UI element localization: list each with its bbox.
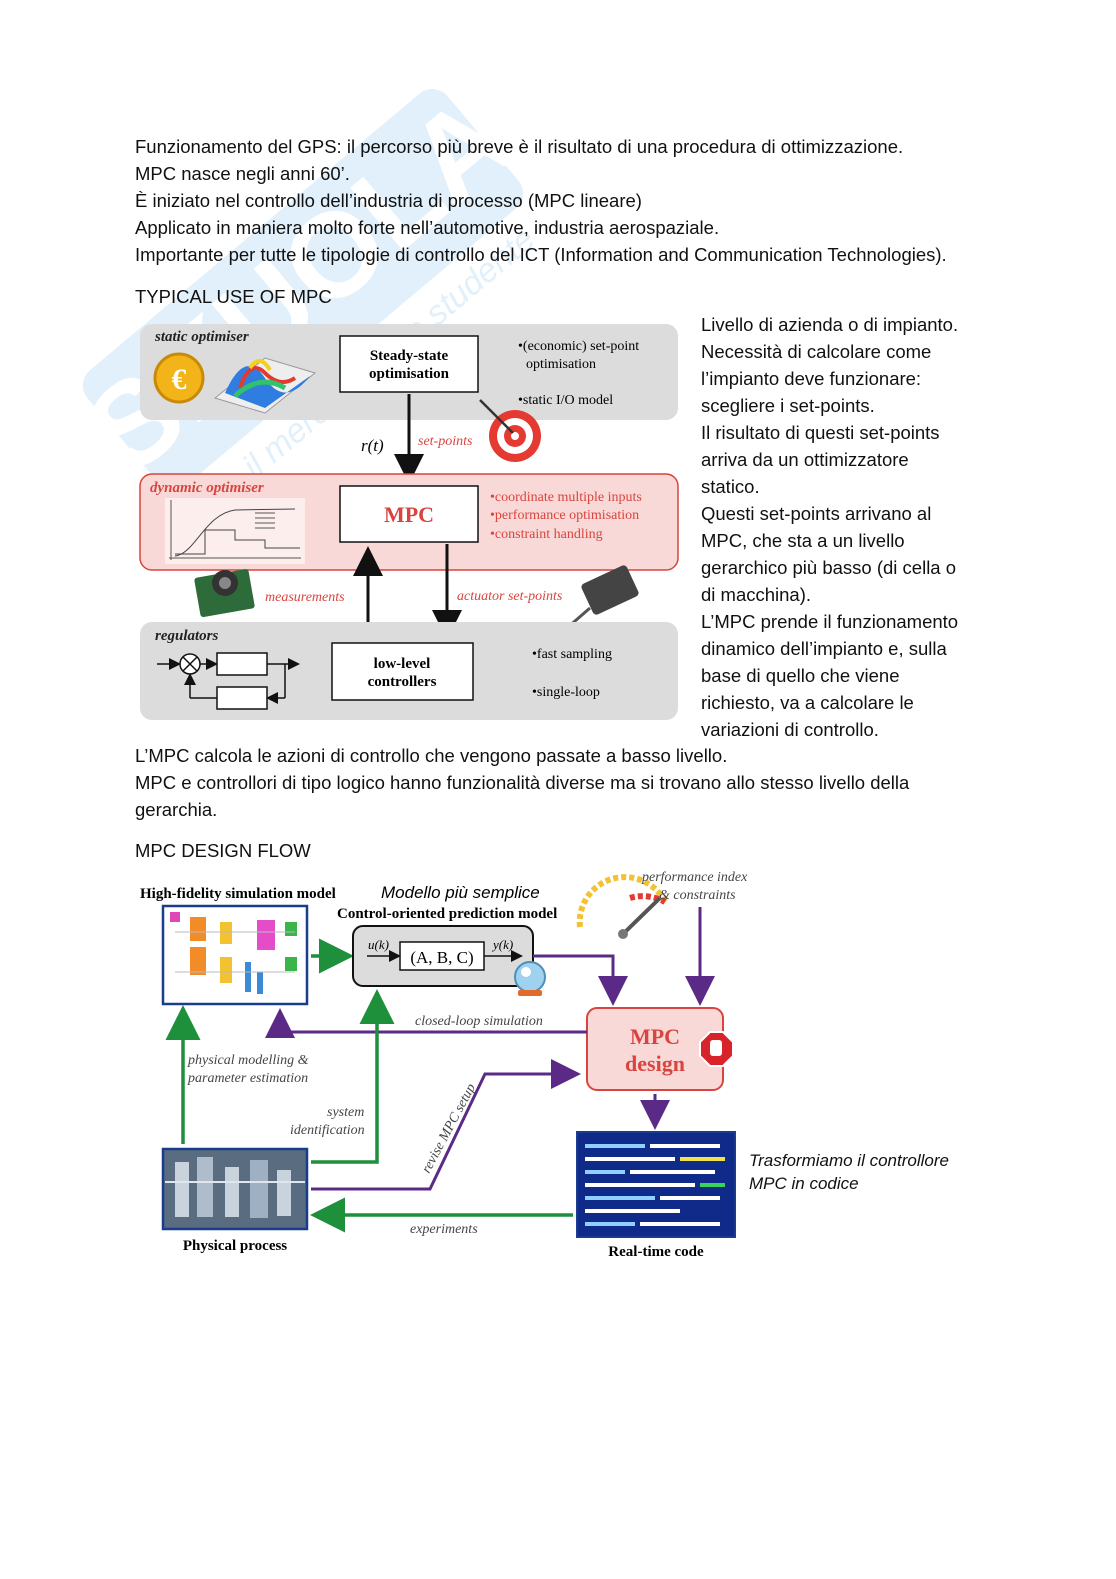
side-line: MPC, che sta a un livello bbox=[701, 530, 905, 551]
side-line: base di quello che viene bbox=[701, 665, 900, 686]
code-note-line-2: MPC in codice bbox=[749, 1174, 859, 1193]
abc-label: (A, B, C) bbox=[410, 948, 473, 967]
side-line: Livello di azienda o di impianto. bbox=[701, 314, 959, 335]
code-lines-icon bbox=[585, 1144, 725, 1226]
side-line: statico. bbox=[701, 476, 760, 497]
closed-loop-label: closed-loop simulation bbox=[415, 1014, 543, 1029]
static-optimiser-label: static optimiser bbox=[154, 329, 249, 345]
bullet-performance: •performance optimisation bbox=[490, 508, 639, 523]
bullet-constraint: •constraint handling bbox=[490, 527, 603, 542]
feedback-loop-icon bbox=[157, 652, 300, 710]
code-note: Trasformiamo il controllore MPC in codic… bbox=[749, 1149, 949, 1195]
set-points-label: set-points bbox=[418, 434, 473, 449]
section-title-design-flow: MPC DESIGN FLOW bbox=[135, 840, 311, 861]
stop-hand-icon bbox=[699, 1031, 734, 1067]
bullet-economic-1: •(economic) set-point bbox=[518, 339, 639, 354]
mpc-design-label-2: design bbox=[625, 1051, 685, 1076]
gauge-icon bbox=[576, 874, 668, 939]
typical-use-diagram: static optimiser € Steady-state optimisa… bbox=[139, 324, 679, 720]
bullet-static-io: •static I/O model bbox=[518, 393, 613, 408]
revise-setup-arrow bbox=[311, 1059, 581, 1191]
side-line: l’impianto deve funzionare: bbox=[701, 368, 922, 389]
side-line: Necessità di calcolare come bbox=[701, 341, 932, 362]
bullet-economic-2: optimisation bbox=[526, 357, 596, 372]
sensor-icon bbox=[194, 569, 255, 618]
after-fig1-line-1: L’MPC calcola le azioni di controllo che… bbox=[135, 745, 728, 766]
steady-state-label-2: optimisation bbox=[369, 366, 450, 382]
system-id-arrow bbox=[311, 989, 395, 1164]
physical-modelling-label-2: parameter estimation bbox=[187, 1071, 308, 1086]
code-note-line-1: Trasformiamo il controllore bbox=[749, 1151, 949, 1170]
perf-index-label-2: & constraints bbox=[659, 888, 736, 903]
section-title-typical-use: TYPICAL USE OF MPC bbox=[135, 286, 332, 307]
side-line: Il risultato di questi set-points bbox=[701, 422, 940, 443]
control-oriented-label: Control-oriented prediction model bbox=[337, 906, 557, 922]
euro-symbol: € bbox=[172, 363, 187, 396]
industrial-plant-icon bbox=[165, 1157, 305, 1218]
intro-line-1: Funzionamento del GPS: il percorso più b… bbox=[135, 136, 904, 157]
intro-line-3: È iniziato nel controllo dell’industria … bbox=[135, 190, 642, 211]
surface-plot-icon bbox=[213, 357, 317, 414]
revise-setup-label: revise MPC setup bbox=[419, 1081, 479, 1175]
measurements-label: measurements bbox=[265, 590, 345, 605]
intro-line-2: MPC nasce negli anni 60’. bbox=[135, 163, 350, 184]
bullet-coordinate: •coordinate multiple inputs bbox=[490, 490, 642, 505]
side-line: di macchina). bbox=[701, 584, 812, 605]
side-line: Questi set-points arrivano al bbox=[701, 503, 932, 524]
crystal-ball-icon bbox=[514, 961, 546, 996]
closed-loop-arrow bbox=[265, 1008, 587, 1038]
low-level-controllers-box bbox=[331, 642, 474, 701]
system-id-label-1: system bbox=[327, 1105, 364, 1120]
bullet-fast-sampling: •fast sampling bbox=[532, 647, 612, 662]
actuator-set-points-label: actuator set-points bbox=[457, 589, 563, 604]
actuator-motor-icon bbox=[566, 565, 639, 630]
mpc-label: MPC bbox=[384, 502, 434, 527]
side-line: gerarchico più basso (di cella o bbox=[701, 557, 957, 578]
physical-process-label: Physical process bbox=[183, 1238, 287, 1254]
dynamic-optimiser-label: dynamic optimiser bbox=[150, 480, 264, 496]
mpc-box bbox=[339, 485, 479, 543]
bullet-single-loop: •single-loop bbox=[532, 685, 600, 700]
intro-line-5: Importante per tutte le tipologie di con… bbox=[135, 244, 947, 265]
model-to-design-arrow bbox=[533, 954, 628, 1006]
side-line: richiesto, va a calcolare le bbox=[701, 692, 914, 713]
side-line: scegliere i set-points. bbox=[701, 395, 875, 416]
experiments-label: experiments bbox=[410, 1222, 478, 1237]
simulink-blocks-icon bbox=[170, 912, 297, 994]
regulators-label: regulators bbox=[155, 628, 219, 644]
y-k-label: y(k) bbox=[491, 937, 513, 952]
u-k-label: u(k) bbox=[368, 937, 389, 952]
side-line: L’MPC prende il funzionamento bbox=[701, 611, 959, 632]
side-line: arriva da un ottimizzatore bbox=[701, 449, 909, 470]
hifi-model-label: High-fidelity simulation model bbox=[140, 886, 336, 902]
after-fig1-line-3: gerarchia. bbox=[135, 799, 218, 820]
target-icon bbox=[479, 399, 541, 462]
steady-state-box bbox=[339, 335, 479, 393]
side-line: variazioni di controllo. bbox=[701, 719, 879, 740]
realtime-code-label: Real-time code bbox=[608, 1244, 704, 1260]
low-level-label-2: controllers bbox=[368, 674, 437, 690]
r-t-label: r(t) bbox=[361, 436, 384, 455]
physical-modelling-label-1: physical modelling & bbox=[187, 1053, 309, 1068]
side-line: dinamico dell’impianto e, sulla bbox=[701, 638, 947, 659]
after-fig1-line-2: MPC e controllori di tipo logico hanno f… bbox=[135, 772, 910, 793]
euro-coin-icon bbox=[153, 352, 205, 404]
design-flow-diagram: High-fidelity simulation model Modello p… bbox=[140, 870, 748, 1260]
system-id-label-2: identification bbox=[290, 1123, 365, 1138]
steady-state-label-1: Steady-state bbox=[370, 348, 449, 364]
step-response-plot-icon bbox=[165, 498, 305, 564]
hifi-model-box bbox=[161, 904, 309, 1006]
intro-line-4: Applicato in maniera molto forte nell’au… bbox=[135, 217, 720, 238]
perf-index-label-1: performance index bbox=[641, 870, 748, 885]
modello-semplice-label: Modello più semplice bbox=[381, 883, 540, 902]
side-explanation: Livello di azienda o di impianto. Necess… bbox=[701, 311, 991, 743]
low-level-label-1: low-level bbox=[374, 656, 431, 672]
mpc-design-label-1: MPC bbox=[630, 1024, 680, 1049]
